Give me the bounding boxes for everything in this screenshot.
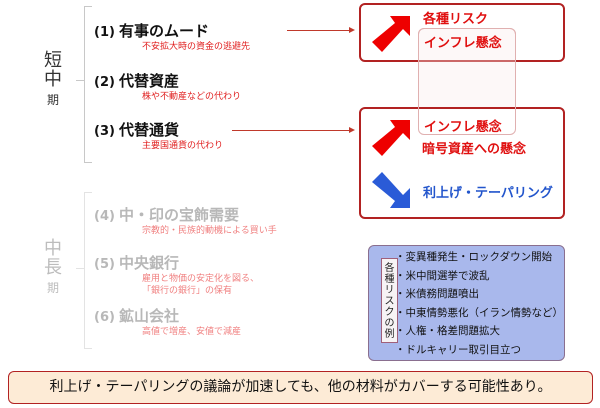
- factor-subtitle: 主要国通貨の代わり: [142, 141, 224, 151]
- factor-subtitle: 高値で増産、安値で減産: [142, 327, 242, 337]
- factor-subtitle: 宗教的・民族的動機による買い手: [142, 226, 277, 236]
- inflation-highlight-overlay-border: [418, 28, 516, 135]
- risk-text-crypto: 暗号資産への懸念: [422, 142, 527, 157]
- risk-example-item: 中東情勢悪化（イラン情勢など）: [395, 304, 564, 323]
- connector-arrow-3: [232, 127, 355, 133]
- label-char: ス: [384, 296, 395, 307]
- risk-example-item: 変異種発生・ロックダウン開始: [395, 248, 563, 267]
- factor-name: 中・印の宝飾需要: [118, 206, 239, 224]
- factor-title: (3)代替通貨: [94, 119, 223, 140]
- factor-item-3: (3)代替通貨 主要国通貨の代わり: [94, 119, 223, 152]
- period-char: 中: [44, 68, 62, 90]
- period-char: 中: [44, 238, 62, 259]
- factor-number: (6): [94, 310, 115, 325]
- down-right-arrow-icon: [372, 172, 410, 208]
- brace-tick: [76, 80, 84, 81]
- factor-subtitle: 雇用と物価の安定化を図る、: [142, 274, 260, 284]
- brace-mid-long: [84, 192, 92, 349]
- factor-name: 有事のムード: [118, 22, 209, 40]
- period-label-mid-long: 中 長 期: [44, 238, 62, 295]
- label-char: 例: [384, 329, 395, 340]
- factor-name: 中央銀行: [118, 254, 179, 272]
- period-char: 短: [44, 50, 62, 71]
- factor-title: (4)中・印の宝飾需要: [94, 204, 277, 225]
- risk-example-item: ドルキャリー取引目立つ: [395, 341, 563, 360]
- risk-text-inflation: インフレ懸念: [424, 120, 502, 135]
- factor-name: 代替通貨: [118, 121, 179, 139]
- label-char: 種: [384, 274, 395, 285]
- factor-title: (5)中央銀行: [94, 252, 259, 273]
- risk-text-tapering: 利上げ・テーパリング: [423, 186, 553, 201]
- factor-number: (1): [94, 25, 115, 40]
- factor-subtitle-line2: 「銀行の銀行」の保有: [142, 286, 233, 297]
- period-label-short-mid: 短 中 期: [44, 50, 62, 107]
- label-char: リ: [384, 285, 395, 296]
- factor-item-2: (2)代替資産 株や不動産などの代わり: [94, 70, 241, 103]
- factor-number: (4): [94, 209, 115, 224]
- up-right-arrow-icon: [372, 120, 410, 156]
- risk-text-various: 各種リスク: [423, 12, 489, 27]
- risk-mixed-box: [359, 107, 565, 219]
- period-char: 期: [46, 92, 59, 107]
- risk-examples-box: 各 種 リ ス ク の 例 変異種発生・ロックダウン開始 米中間選挙で波乱 米債…: [368, 245, 565, 361]
- factor-number: (2): [94, 75, 115, 90]
- risk-example-item: 米債務問題噴出: [395, 285, 563, 304]
- up-right-arrow-icon: [372, 16, 410, 52]
- label-char: ク: [384, 307, 395, 318]
- factor-subtitle: 不安拡大時の資金の逃避先: [142, 42, 251, 52]
- brace-short-mid: [84, 6, 92, 163]
- factor-number: (5): [94, 257, 115, 272]
- factor-item-1: (1)有事のムード 不安拡大時の資金の逃避先: [94, 20, 250, 53]
- factor-title: (2)代替資産: [94, 70, 241, 91]
- factor-item-4: (4)中・印の宝飾需要 宗教的・民族的動機による買い手: [94, 204, 277, 237]
- connector-arrow-1: [287, 27, 355, 33]
- factor-title: (1)有事のムード: [94, 20, 250, 41]
- label-char: の: [384, 318, 395, 329]
- risk-example-item: 人権・格差問題拡大: [395, 322, 563, 341]
- factor-name: 鉱山会社: [118, 307, 179, 325]
- risk-text-inflation: インフレ懸念: [424, 36, 502, 51]
- risk-example-item: 米中間選挙で波乱: [395, 267, 563, 286]
- factor-name: 代替資産: [118, 72, 179, 90]
- risk-examples-list: 変異種発生・ロックダウン開始 米中間選挙で波乱 米債務問題噴出 中東情勢悪化（イ…: [395, 248, 564, 360]
- brace-tick: [76, 268, 84, 269]
- factor-title: (6)鉱山会社: [94, 305, 241, 326]
- factor-number: (3): [94, 124, 115, 139]
- factor-subtitle: 株や不動産などの代わり: [142, 92, 242, 102]
- summary-banner: 利上げ・テーパリングの議論が加速しても、他の材料がカバーする可能性あり。: [8, 371, 593, 404]
- period-char: 長: [44, 256, 62, 278]
- factor-item-6: (6)鉱山会社 高値で増産、安値で減産: [94, 305, 241, 338]
- factor-item-5: (5)中央銀行 雇用と物価の安定化を図る、 「銀行の銀行」の保有: [94, 252, 259, 298]
- label-char: 各: [384, 263, 395, 274]
- period-char: 期: [46, 280, 59, 295]
